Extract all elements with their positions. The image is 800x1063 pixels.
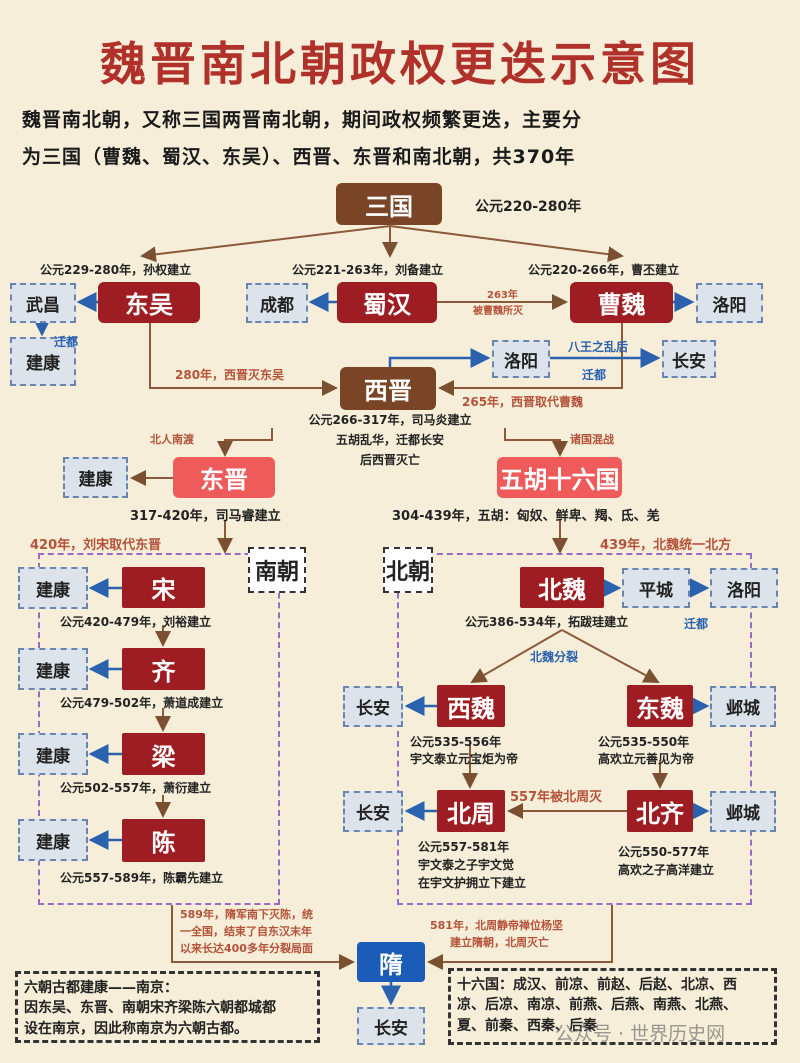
- song-info: 公元420-479年，刘裕建立: [60, 615, 212, 629]
- beizhou-info-3: 在宇文护拥立下建立: [418, 876, 527, 890]
- note-sixteen-kingdoms: 十六国：成汉、前凉、前赵、后赵、北凉、西 凉、后凉、南凉、前燕、后燕、南燕、北燕…: [448, 968, 777, 1045]
- dongwu-box: 东吴: [98, 282, 200, 323]
- beiwei-box: 北魏: [520, 567, 604, 608]
- nanchao-label: 南朝: [248, 547, 306, 593]
- beichao-group: [397, 553, 752, 905]
- beichao-transition: 439年，北魏统一北方: [600, 538, 732, 553]
- city-changan-jin: 长安: [662, 340, 716, 378]
- wuhu-box: 五胡十六国: [497, 457, 622, 498]
- sui-south-1: 589年，隋军南下灭陈，统: [180, 908, 313, 921]
- dongwei-info-1: 公元535-550年: [598, 735, 690, 749]
- beiqi-box: 北齐: [627, 790, 693, 832]
- nanchao-group: [38, 553, 280, 905]
- sui-north-1: 581年，北周静帝禅位杨坚: [430, 919, 563, 932]
- beiqi-info-1: 公元550-577年: [618, 845, 710, 859]
- note-left-1: 六朝古都建康——南京：: [24, 980, 178, 996]
- liang-box: 梁: [122, 733, 205, 775]
- song-box: 宋: [122, 567, 205, 608]
- caowei-info: 公元220-266年，曹丕建立: [528, 263, 680, 277]
- city-changan-beizhou: 长安: [343, 791, 403, 832]
- sui-south-3: 以来长达400多年分裂局面: [180, 942, 313, 955]
- intro-line-1: 魏晋南北朝，又称三国两晋南北朝，期间政权频繁更迭，主要分: [22, 109, 583, 131]
- wars-label: 诸国混战: [570, 433, 614, 446]
- xijin-conquers-wu: 280年，西晋灭东吴: [175, 368, 285, 382]
- city-yecheng-beiqi: 邺城: [710, 791, 776, 832]
- sui-north-2: 建立隋朝，北周灭亡: [450, 936, 549, 949]
- city-yecheng-dongwei: 邺城: [710, 686, 776, 727]
- xiwei-info-2: 宇文泰立元宝炬为帝: [410, 752, 519, 766]
- city-jiankang-wu: 建康: [10, 337, 76, 386]
- nanchao-transition: 420年，刘宋取代东晋: [30, 538, 162, 553]
- beichao-label: 北朝: [383, 547, 433, 593]
- beiqi-info-2: 高欢之子高洋建立: [618, 863, 715, 877]
- shuhan-box: 蜀汉: [337, 282, 437, 323]
- qi-info: 公元479-502年，萧道成建立: [60, 696, 224, 710]
- beiwei-info: 公元386-534年，拓跋珪建立: [465, 615, 629, 629]
- city-jiankang-chen: 建康: [18, 819, 88, 861]
- xijin-box: 西晋: [340, 367, 436, 410]
- note-six-dynasties: 六朝古都建康——南京： 因东吴、东晋、南朝宋齐梁陈六朝都城都 设在南京，因此称南…: [15, 971, 320, 1043]
- dongjin-box: 东晋: [173, 457, 275, 498]
- note-left-2: 因东吴、东晋、南朝宋齐梁陈六朝都城都: [24, 1000, 276, 1017]
- city-chengdu: 成都: [246, 283, 308, 323]
- city-wuchang: 武昌: [10, 283, 76, 323]
- qi-box: 齐: [122, 648, 205, 690]
- note-right-2: 凉、后凉、南凉、前燕、后燕、南燕、北燕、: [457, 997, 737, 1014]
- wuhu-info: 304-439年，五胡：匈奴、鲜卑、羯、氐、羌: [392, 509, 660, 524]
- intro-line-2: 为三国（曹魏、蜀汉、东吴）、西晋、东晋和南北朝，共370年: [22, 146, 576, 168]
- shuhan-info: 公元221-263年，刘备建立: [292, 263, 444, 277]
- city-jiankang-song: 建康: [18, 567, 88, 609]
- sui-box: 隋: [357, 942, 425, 982]
- beiwei-move-label: 迁都: [684, 617, 709, 631]
- city-pingcheng: 平城: [622, 568, 690, 608]
- shuhan-fall-year: 263年: [487, 290, 518, 301]
- liang-info: 公元502-557年，萧衍建立: [60, 781, 212, 795]
- city-changan-sui: 长安: [357, 1007, 425, 1045]
- city-luoyang-jin: 洛阳: [492, 340, 550, 378]
- xijin-info-3: 后西晋灭亡: [359, 453, 420, 467]
- xiwei-box: 西魏: [437, 685, 505, 727]
- caowei-box: 曹魏: [570, 282, 673, 323]
- shuhan-fall-text: 被曹魏所灭: [473, 306, 523, 317]
- xijin-replaces-wei: 265年，西晋取代曹魏: [462, 395, 584, 409]
- beizhou-info-2: 宇文泰之子宇文觉: [418, 858, 515, 872]
- chen-box: 陈: [122, 819, 205, 862]
- city-jiankang-qi: 建康: [18, 648, 88, 690]
- beiwei-split-label: 北魏分裂: [530, 650, 579, 664]
- beizhou-box: 北周: [437, 790, 505, 832]
- note-right-1: 十六国：成汉、前凉、前赵、后赵、北凉、西: [457, 977, 737, 993]
- xijin-info-1: 公元266-317年，司马炎建立: [308, 413, 472, 427]
- sui-south-2: 一全国，结束了自东汉末年: [180, 925, 312, 938]
- beizhou-info-1: 公元557-581年: [418, 840, 510, 854]
- dongjin-info: 317-420年，司马睿建立: [130, 509, 281, 524]
- city-jiankang-liang: 建康: [18, 733, 88, 775]
- dongwei-box: 东魏: [627, 685, 693, 727]
- note-right-3: 夏、前秦、西秦、后秦: [457, 1017, 597, 1034]
- page-title: 魏晋南北朝政权更迭示意图: [100, 37, 700, 91]
- xiwei-info-1: 公元535-556年: [410, 735, 502, 749]
- city-luoyang-wei-north: 洛阳: [710, 568, 778, 608]
- city-luoyang-wei: 洛阳: [696, 283, 763, 323]
- south-migration-label: 北人南渡: [150, 433, 194, 446]
- city-jiankang-jin: 建康: [63, 457, 128, 498]
- dongwu-move-label: 迁都: [54, 335, 79, 349]
- sanguo-box: 三国: [336, 183, 442, 225]
- city-changan-xiwei: 长安: [343, 686, 403, 727]
- beiqi-fall-label: 557年被北周灭: [510, 790, 603, 805]
- xijin-move-label: 迁都: [582, 368, 607, 382]
- xijin-info-2: 五胡乱华，迁都长安: [335, 433, 444, 447]
- bawang-label: 八王之乱后: [568, 340, 629, 354]
- sanguo-period: 公元220-280年: [475, 199, 582, 215]
- watermark: 公众号 · 世界历史网: [555, 1023, 726, 1045]
- dongwu-info: 公元229-280年，孙权建立: [40, 263, 192, 277]
- note-left-3: 设在南京，因此称南京为六朝古都。: [24, 1020, 248, 1037]
- chen-info: 公元557-589年，陈霸先建立: [60, 871, 224, 885]
- dongwei-info-2: 高欢立元善见为帝: [598, 752, 695, 766]
